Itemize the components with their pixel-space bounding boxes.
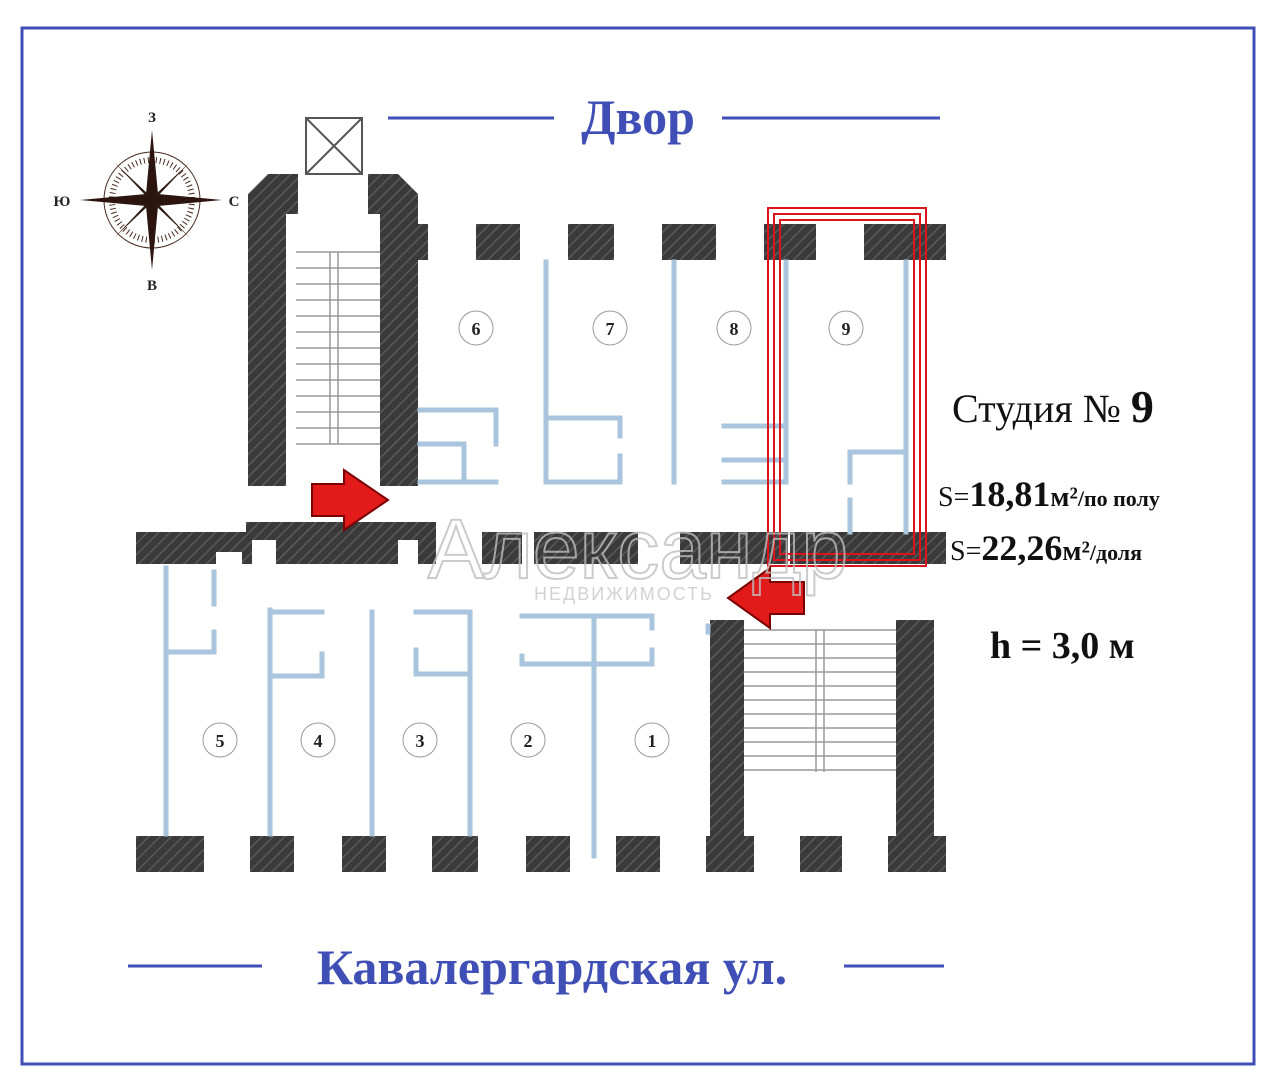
room-label-1: 1 bbox=[634, 722, 670, 758]
studio-9-highlight bbox=[767, 207, 927, 567]
entrance-arrow-icon bbox=[311, 468, 390, 532]
courtyard-label: Двор bbox=[581, 89, 695, 145]
room-label-8: 8 bbox=[716, 310, 752, 346]
outer-frame bbox=[20, 26, 1256, 1066]
room-label-5: 5 bbox=[202, 722, 238, 758]
svg-text:5: 5 bbox=[216, 731, 225, 751]
room-label-3: 3 bbox=[402, 722, 438, 758]
room-label-2: 2 bbox=[510, 722, 546, 758]
courtyard-wall bbox=[418, 224, 946, 260]
stairwell-bottom bbox=[710, 620, 934, 836]
studio-title: Студия № 9 bbox=[952, 381, 1154, 432]
room-label-6: 6 bbox=[458, 310, 494, 346]
compass-label-south: В bbox=[147, 278, 157, 294]
room-label-9: 9 bbox=[828, 310, 864, 346]
compass-rose-icon bbox=[80, 130, 222, 270]
svg-text:9: 9 bbox=[842, 319, 851, 339]
room-label-4: 4 bbox=[300, 722, 336, 758]
svg-text:1: 1 bbox=[648, 731, 657, 751]
watermark-subtitle: НЕДВИЖИМОСТЬ bbox=[534, 584, 714, 604]
studio-area-share: S=22,26м²/доля bbox=[950, 528, 1142, 568]
compass-label-east: С bbox=[229, 194, 240, 210]
partitions bbox=[163, 259, 909, 859]
compass-label-west: Ю bbox=[54, 194, 71, 210]
svg-text:6: 6 bbox=[472, 319, 481, 339]
street-wall bbox=[136, 836, 946, 872]
svg-text:7: 7 bbox=[606, 319, 615, 339]
ceiling-height: h = 3,0 м bbox=[990, 625, 1135, 667]
street-label: Кавалергардская ул. bbox=[317, 939, 787, 995]
studio-entrance-arrow-icon bbox=[726, 566, 805, 630]
stairwell-top bbox=[248, 117, 418, 486]
svg-text:3: 3 bbox=[416, 731, 425, 751]
compass-label-north: З bbox=[148, 110, 156, 126]
svg-text:8: 8 bbox=[730, 319, 739, 339]
watermark-brand: Александр bbox=[428, 502, 848, 596]
room-label-7: 7 bbox=[592, 310, 628, 346]
svg-text:2: 2 bbox=[524, 731, 533, 751]
studio-area-floor: S=18,81м²/по полу bbox=[938, 474, 1160, 514]
svg-text:4: 4 bbox=[314, 731, 323, 751]
